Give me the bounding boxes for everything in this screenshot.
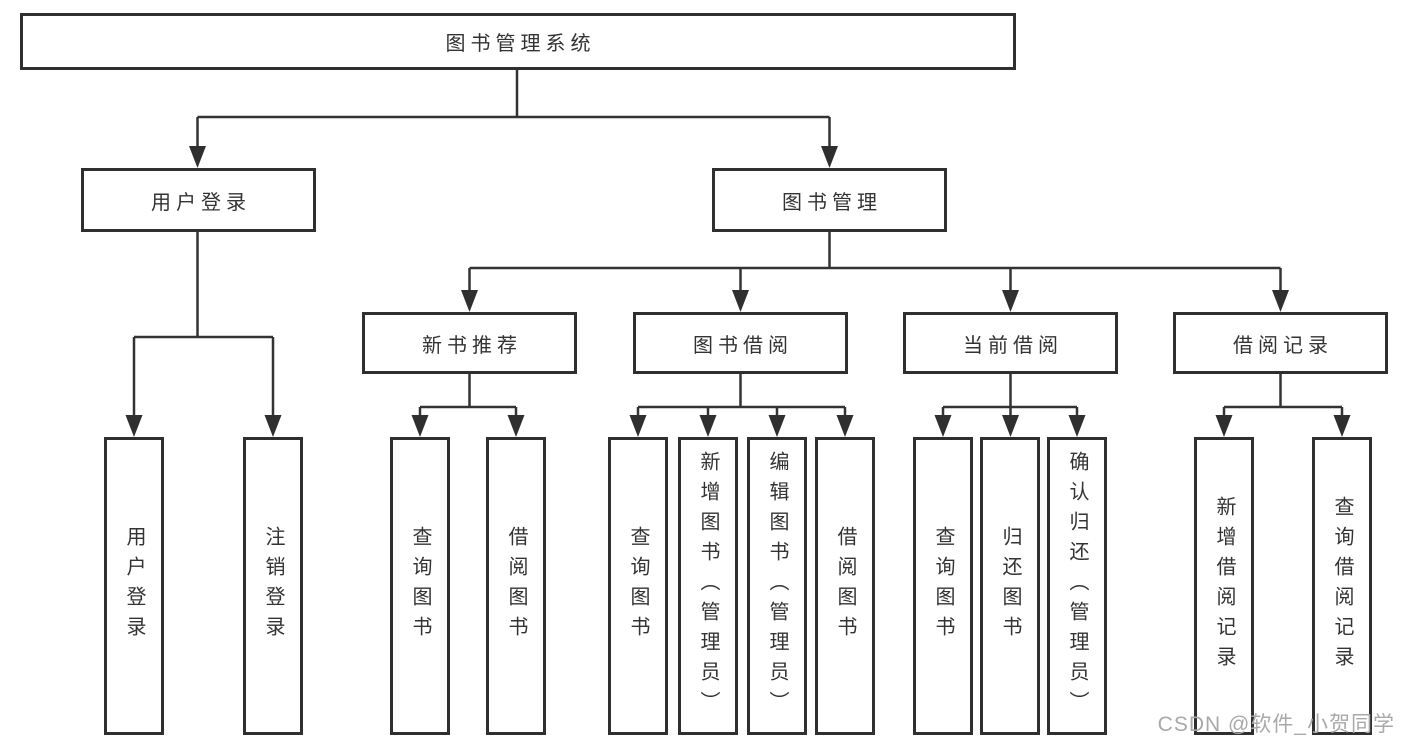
node-borrowing-records-label: 借阅记录 — [1233, 334, 1333, 357]
leaf-query-books-recommend: 查询图书 — [390, 437, 450, 735]
leaf-borrow-books-recommend-label: 借阅图书 — [505, 526, 527, 646]
leaf-return-book-label: 归还图书 — [999, 526, 1021, 646]
leaf-query-books-borrowing: 查询图书 — [608, 437, 668, 735]
leaf-return-book: 归还图书 — [980, 437, 1040, 735]
leaf-query-borrow-record-label: 查询借阅记录 — [1331, 496, 1353, 676]
node-current-borrowing: 当前借阅 — [903, 312, 1118, 374]
node-library-system-label: 图书管理系统 — [445, 33, 596, 55]
leaf-query-borrow-record: 查询借阅记录 — [1312, 437, 1372, 735]
node-book-borrowing-label: 图书借阅 — [693, 334, 793, 357]
node-user-login-label: 用户登录 — [151, 191, 251, 214]
leaf-confirm-return-admin-label: 确认归还（管理员） — [1066, 451, 1088, 721]
leaf-confirm-return-admin: 确认归还（管理员） — [1047, 437, 1107, 735]
leaf-user-login-label: 用户登录 — [123, 526, 145, 646]
node-new-book-recommend-label: 新书推荐 — [422, 334, 522, 357]
leaf-borrow-books-borrowing: 借阅图书 — [815, 437, 875, 735]
node-user-login: 用户登录 — [81, 168, 316, 232]
leaf-query-books-current: 查询图书 — [913, 437, 973, 735]
leaf-logout-label: 注销登录 — [262, 526, 284, 646]
leaf-logout: 注销登录 — [243, 437, 303, 735]
node-book-management: 图书管理 — [712, 168, 947, 232]
node-current-borrowing-label: 当前借阅 — [963, 334, 1063, 357]
node-book-management-label: 图书管理 — [782, 191, 882, 214]
leaf-edit-book-admin-label: 编辑图书（管理员） — [766, 451, 788, 721]
leaf-add-borrow-record: 新增借阅记录 — [1194, 437, 1254, 735]
leaf-add-book-admin: 新增图书（管理员） — [678, 437, 738, 735]
leaf-add-borrow-record-label: 新增借阅记录 — [1213, 496, 1235, 676]
leaf-add-book-admin-label: 新增图书（管理员） — [697, 451, 719, 721]
leaf-user-login: 用户登录 — [104, 437, 164, 735]
leaf-query-books-recommend-label: 查询图书 — [409, 526, 431, 646]
leaf-borrow-books-borrowing-label: 借阅图书 — [834, 526, 856, 646]
node-book-borrowing: 图书借阅 — [633, 312, 848, 374]
leaf-query-books-current-label: 查询图书 — [932, 526, 954, 646]
node-borrowing-records: 借阅记录 — [1173, 312, 1388, 374]
node-library-system: 图书管理系统 — [20, 13, 1016, 70]
leaf-edit-book-admin: 编辑图书（管理员） — [747, 437, 807, 735]
csdn-watermark: CSDN @软件_小贺同学 — [1157, 713, 1395, 736]
leaf-query-books-borrowing-label: 查询图书 — [627, 526, 649, 646]
leaf-borrow-books-recommend: 借阅图书 — [486, 437, 546, 735]
node-new-book-recommend: 新书推荐 — [362, 312, 577, 374]
